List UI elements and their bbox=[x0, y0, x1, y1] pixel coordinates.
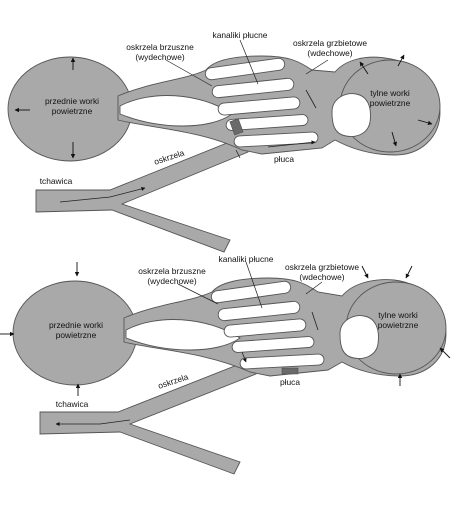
diagram-top: przednie worki powietrzne tylne worki po… bbox=[7, 30, 441, 253]
diagram-bottom: przednie worki powietrzne tylne worki po… bbox=[0, 254, 451, 475]
trachea-shape bbox=[35, 136, 249, 253]
label-parabronchi: kanaliki płucne bbox=[213, 30, 268, 40]
arrow-down-right bbox=[361, 265, 369, 279]
label-dorsobronchi: oskrzela grzbietowe bbox=[285, 262, 359, 272]
label-ventrobronchi: (wydechowe) bbox=[135, 52, 185, 62]
parabronchus-tube bbox=[211, 77, 295, 99]
flow-line bbox=[305, 89, 317, 109]
pointer-dorsobronchi bbox=[305, 281, 323, 295]
posterior-sac-hole bbox=[339, 315, 379, 359]
parabronchus-tube bbox=[239, 353, 325, 370]
label-anterior-sacs: powietrzne bbox=[56, 330, 97, 340]
label-anterior-sacs: przednie worki bbox=[49, 320, 103, 330]
label-posterior-sacs: tylne worki bbox=[378, 310, 418, 320]
parabronchus-tube bbox=[225, 114, 309, 131]
parabronchus-tube bbox=[231, 336, 315, 353]
flow-line bbox=[311, 311, 319, 331]
parabronchi-tubes bbox=[204, 57, 319, 148]
flow-line bbox=[235, 149, 241, 159]
parabronchus-tube bbox=[217, 96, 301, 116]
trachea-shape bbox=[39, 359, 257, 475]
parabronchus-tube bbox=[233, 131, 319, 148]
dark-patch bbox=[281, 367, 299, 375]
arrow-up-left bbox=[439, 347, 451, 359]
label-lungs: płuca bbox=[274, 154, 294, 164]
parabronchus-tube bbox=[217, 300, 301, 322]
parabronchus-tube bbox=[204, 57, 286, 81]
flow-arrow-lung bbox=[267, 140, 316, 148]
arrow-down bbox=[391, 131, 398, 147]
pointer-parabronchi bbox=[239, 39, 259, 85]
label-lungs: płuca bbox=[280, 377, 300, 387]
parabronchus-tube bbox=[210, 280, 292, 304]
pointer-dorsobronchi bbox=[305, 59, 329, 75]
label-ventrobronchi: (wydechowe) bbox=[147, 276, 197, 286]
parabronchi-tubes bbox=[210, 280, 325, 370]
label-posterior-sacs: powietrzne bbox=[378, 320, 419, 330]
arrow-down-left bbox=[405, 265, 413, 279]
label-ventrobronchi: oskrzela brzuszne bbox=[126, 42, 194, 52]
dark-patch bbox=[229, 118, 244, 136]
arrow-right bbox=[417, 119, 433, 126]
arrow-up-right bbox=[397, 54, 405, 67]
pointer-ventrobronchi bbox=[177, 283, 219, 305]
label-trachea: tchawica bbox=[40, 176, 73, 186]
label-anterior-sacs: przednie worki bbox=[45, 96, 99, 106]
pointer-ventrobronchi bbox=[165, 59, 213, 87]
lens-channel bbox=[125, 319, 241, 351]
label-anterior-sacs: powietrzne bbox=[52, 106, 93, 116]
label-parabronchi: kanaliki płucne bbox=[219, 254, 274, 264]
label-ventrobronchi: oskrzela brzuszne bbox=[138, 266, 206, 276]
pointer-parabronchi bbox=[245, 261, 263, 309]
label-dorsobronchi: (wdechowe) bbox=[307, 48, 352, 58]
posterior-sac-hole bbox=[331, 93, 371, 137]
flow-arrow-trachea bbox=[59, 186, 146, 203]
arrow-up-left bbox=[359, 61, 369, 75]
label-posterior-sacs: tylne worki bbox=[370, 88, 410, 98]
label-trachea: tchawica bbox=[56, 399, 89, 409]
parabronchus-tube bbox=[223, 318, 307, 338]
label-dorsobronchi: (wdechowe) bbox=[299, 272, 344, 282]
flow-arrow-trachea bbox=[55, 419, 131, 426]
flow-arrow-lung bbox=[241, 351, 247, 363]
label-posterior-sacs: powietrzne bbox=[370, 98, 411, 108]
label-dorsobronchi: oskrzela grzbietowe bbox=[293, 38, 367, 48]
